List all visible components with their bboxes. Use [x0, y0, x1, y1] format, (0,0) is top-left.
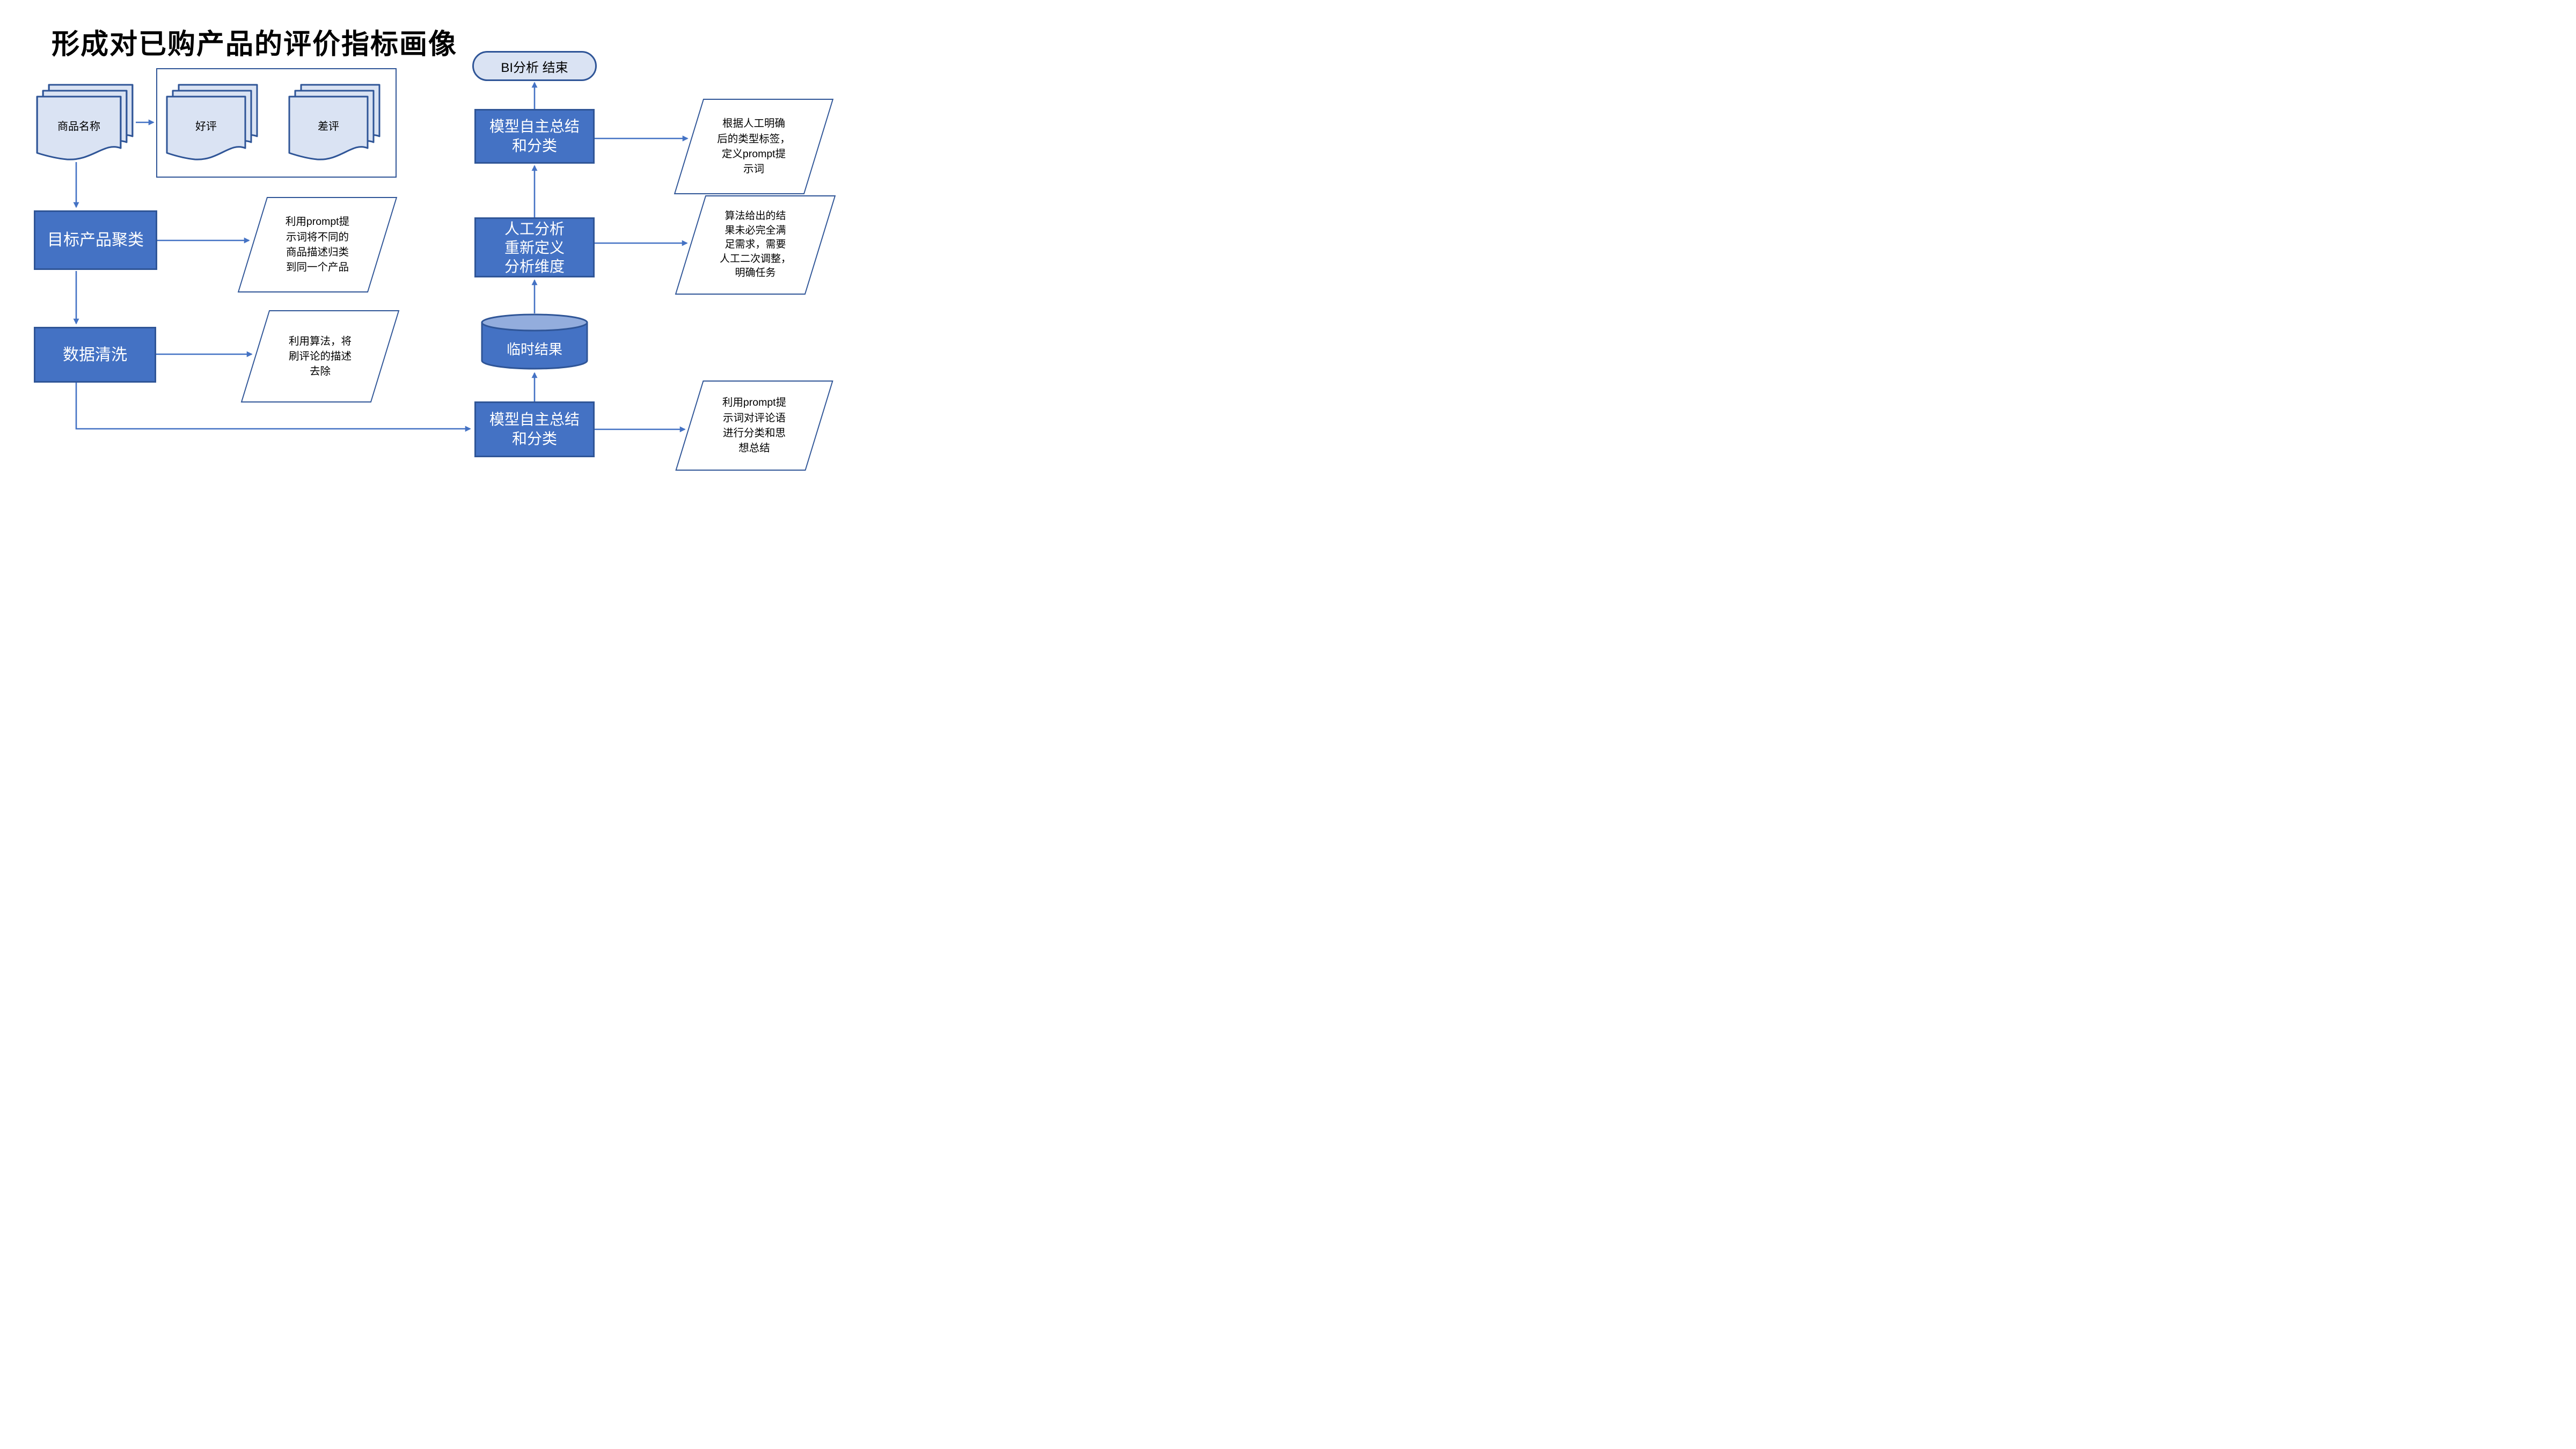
connector-cleaning-to-summary-bottom [75, 383, 471, 432]
note-cleaning-parallelogram: 利用算法，将 刷评论的描述 去除 [240, 310, 400, 402]
box-model-summary-bottom: 模型自主总结 和分类 [474, 401, 595, 457]
box-model-summary-top: 模型自主总结 和分类 [474, 109, 595, 164]
note-cleaning-text: 利用算法，将 刷评论的描述 去除 [288, 335, 352, 378]
doc-stack-product-name: 商品名称 [36, 84, 134, 161]
page-title: 形成对已购产品的评价指标画像 [52, 29, 458, 60]
cylinder-temp-result-label: 临时结果 [506, 341, 562, 357]
doc-stack-product-name-label: 商品名称 [57, 120, 100, 133]
flow-connectors [73, 82, 689, 433]
note-manual-adjust-text: 算法给出的结 果未必完全满 足需求，需要 人工二次调整， 明确任务 [719, 210, 791, 279]
reviews-group-frame [156, 68, 397, 178]
doc-stack-positive-reviews-label: 好评 [195, 120, 217, 133]
doc-stack-positive-reviews: 好评 [166, 84, 258, 161]
box-target-product-clustering: 目标产品聚类 [34, 210, 157, 270]
note-define-prompt-parallelogram: 根据人工明确 后的类型标签， 定义prompt提 示词 [674, 99, 834, 194]
terminator-bi-end: BI分析 结束 [472, 51, 597, 81]
box-data-cleaning: 数据清洗 [34, 327, 156, 383]
note-define-prompt-text: 根据人工明确 后的类型标签， 定义prompt提 示词 [717, 118, 791, 175]
note-clustering-text: 利用prompt提 示词将不同的 商品描述归类 到同一个产品 [285, 216, 350, 274]
cylinder-temp-result: 临时结果 [481, 313, 588, 370]
note-summary-bottom-parallelogram: 利用prompt提 示词对评论语 进行分类和思 想总结 [675, 380, 833, 471]
cylinder-icon [481, 313, 588, 370]
doc-stack-negative-reviews: 差评 [288, 84, 380, 161]
note-manual-adjust-parallelogram: 算法给出的结 果未必完全满 足需求，需要 人工二次调整， 明确任务 [675, 195, 836, 295]
note-clustering-parallelogram: 利用prompt提 示词将不同的 商品描述归类 到同一个产品 [237, 197, 398, 292]
box-manual-analysis: 人工分析 重新定义 分析维度 [474, 217, 595, 277]
note-summary-bottom-text: 利用prompt提 示词对评论语 进行分类和思 想总结 [722, 397, 787, 455]
doc-stack-negative-reviews-label: 差评 [318, 120, 339, 133]
